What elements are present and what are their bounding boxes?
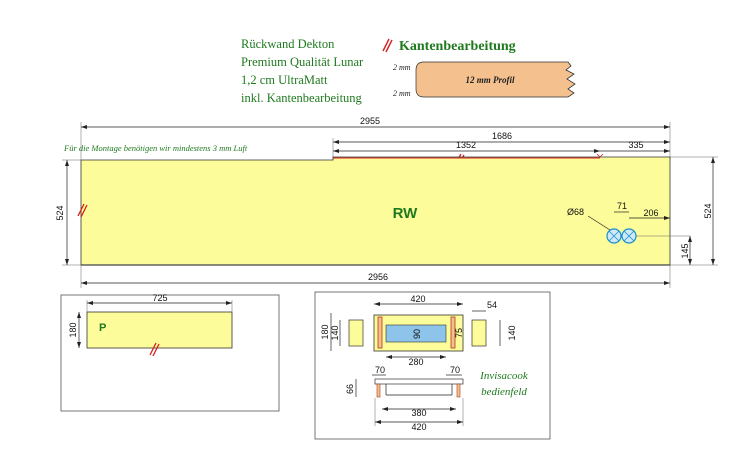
invisacook-right-rail: [450, 316, 456, 349]
dim-right-offset: 335: [628, 140, 643, 150]
invisacook-cutout: [385, 324, 447, 343]
assembly-note: Für die Montage benötigen wir mindestens…: [63, 143, 248, 153]
invisacook-section-top: [374, 378, 464, 385]
title-line-3: 1,2 cm UltraMatt: [241, 73, 328, 87]
edge-mark-icon: [77, 203, 85, 217]
edge-legend-bottom-label: 2 mm: [393, 89, 411, 98]
dim-invisacook-top: 420: [410, 294, 425, 304]
title-line-4: inkl. Kantenbearbeitung: [241, 91, 363, 105]
title-line-1: Rückwand Dekton: [241, 37, 335, 51]
panel-p-box: P 725 180: [60, 293, 280, 412]
dim-p-width: 725: [152, 293, 167, 303]
dim-hole-height: 145: [680, 243, 690, 258]
dim-height-left: 524: [55, 205, 65, 220]
invisacook-caption-line-2: bedienfeld: [481, 386, 527, 398]
edge-legend: Kantenbearbeitung 2 mm 2 mm 12 mm Profil: [382, 38, 576, 98]
dim-hole-spacing: 71: [617, 201, 627, 211]
panel-p-shape: [86, 311, 233, 349]
dim-edge: 1352: [456, 140, 476, 150]
dim-invisacook-left-outer: 180: [320, 324, 330, 339]
edge-legend-title: Kantenbearbeitung: [399, 39, 516, 54]
invisacook-caption-line-1: Invisacook: [479, 370, 529, 382]
edge-profile-label: 12 mm Profil: [466, 75, 515, 85]
main-panel-label: RW: [393, 205, 419, 222]
edge-legend-top-label: 2 mm: [393, 63, 411, 72]
dim-invisacook-left-bottom: 70: [375, 365, 385, 375]
dim-invisacook-depth: 66: [345, 384, 355, 394]
title-line-2: Premium Qualität Lunar: [241, 55, 364, 69]
main-panel: RW Ø68 71 206: [77, 156, 690, 266]
main-panel-dimensions-bottom: 2956: [80, 265, 671, 288]
invisacook-left-section: [348, 319, 364, 347]
dim-invisacook-inner-height: 90: [412, 329, 422, 339]
panel-p-label: P: [99, 322, 106, 334]
edge-mark-icon: [149, 342, 157, 356]
dim-hole-right: 206: [643, 208, 658, 218]
dim-invisacook-right-small: 54: [487, 300, 497, 310]
invisacook-left-rail: [377, 316, 383, 349]
dim-p-height: 180: [68, 322, 78, 337]
dim-total-top: 2955: [360, 116, 380, 126]
edge-mark-icon: [382, 38, 390, 52]
break-line-icon: [565, 61, 576, 98]
dim-invisacook-right-outer: 140: [507, 325, 517, 340]
dim-invisacook-right-bottom: 70: [450, 365, 460, 375]
dim-invisacook-right-inner: 75: [454, 328, 464, 338]
dim-invisacook-bottom-inner: 380: [411, 408, 426, 418]
dim-invisacook-bottom-outer: 420: [411, 422, 426, 432]
dim-invisacook-inner-width: 280: [408, 357, 423, 367]
dim-hole-diameter: Ø68: [567, 207, 584, 217]
invisacook-box: 420 90 75 180 140 54 140 280 70 70: [314, 291, 551, 440]
title-block: Rückwand Dekton Premium Qualität Lunar 1…: [241, 37, 364, 105]
dim-upper: 1686: [492, 131, 512, 141]
main-panel-dimensions-side: 524 524 145: [55, 156, 718, 266]
dim-height-right: 524: [703, 203, 713, 218]
dim-invisacook-left-inner: 140: [330, 325, 340, 340]
edge-mark-icon: [385, 39, 393, 53]
dim-total-bottom: 2956: [368, 272, 388, 282]
invisacook-right-section: [471, 319, 487, 347]
